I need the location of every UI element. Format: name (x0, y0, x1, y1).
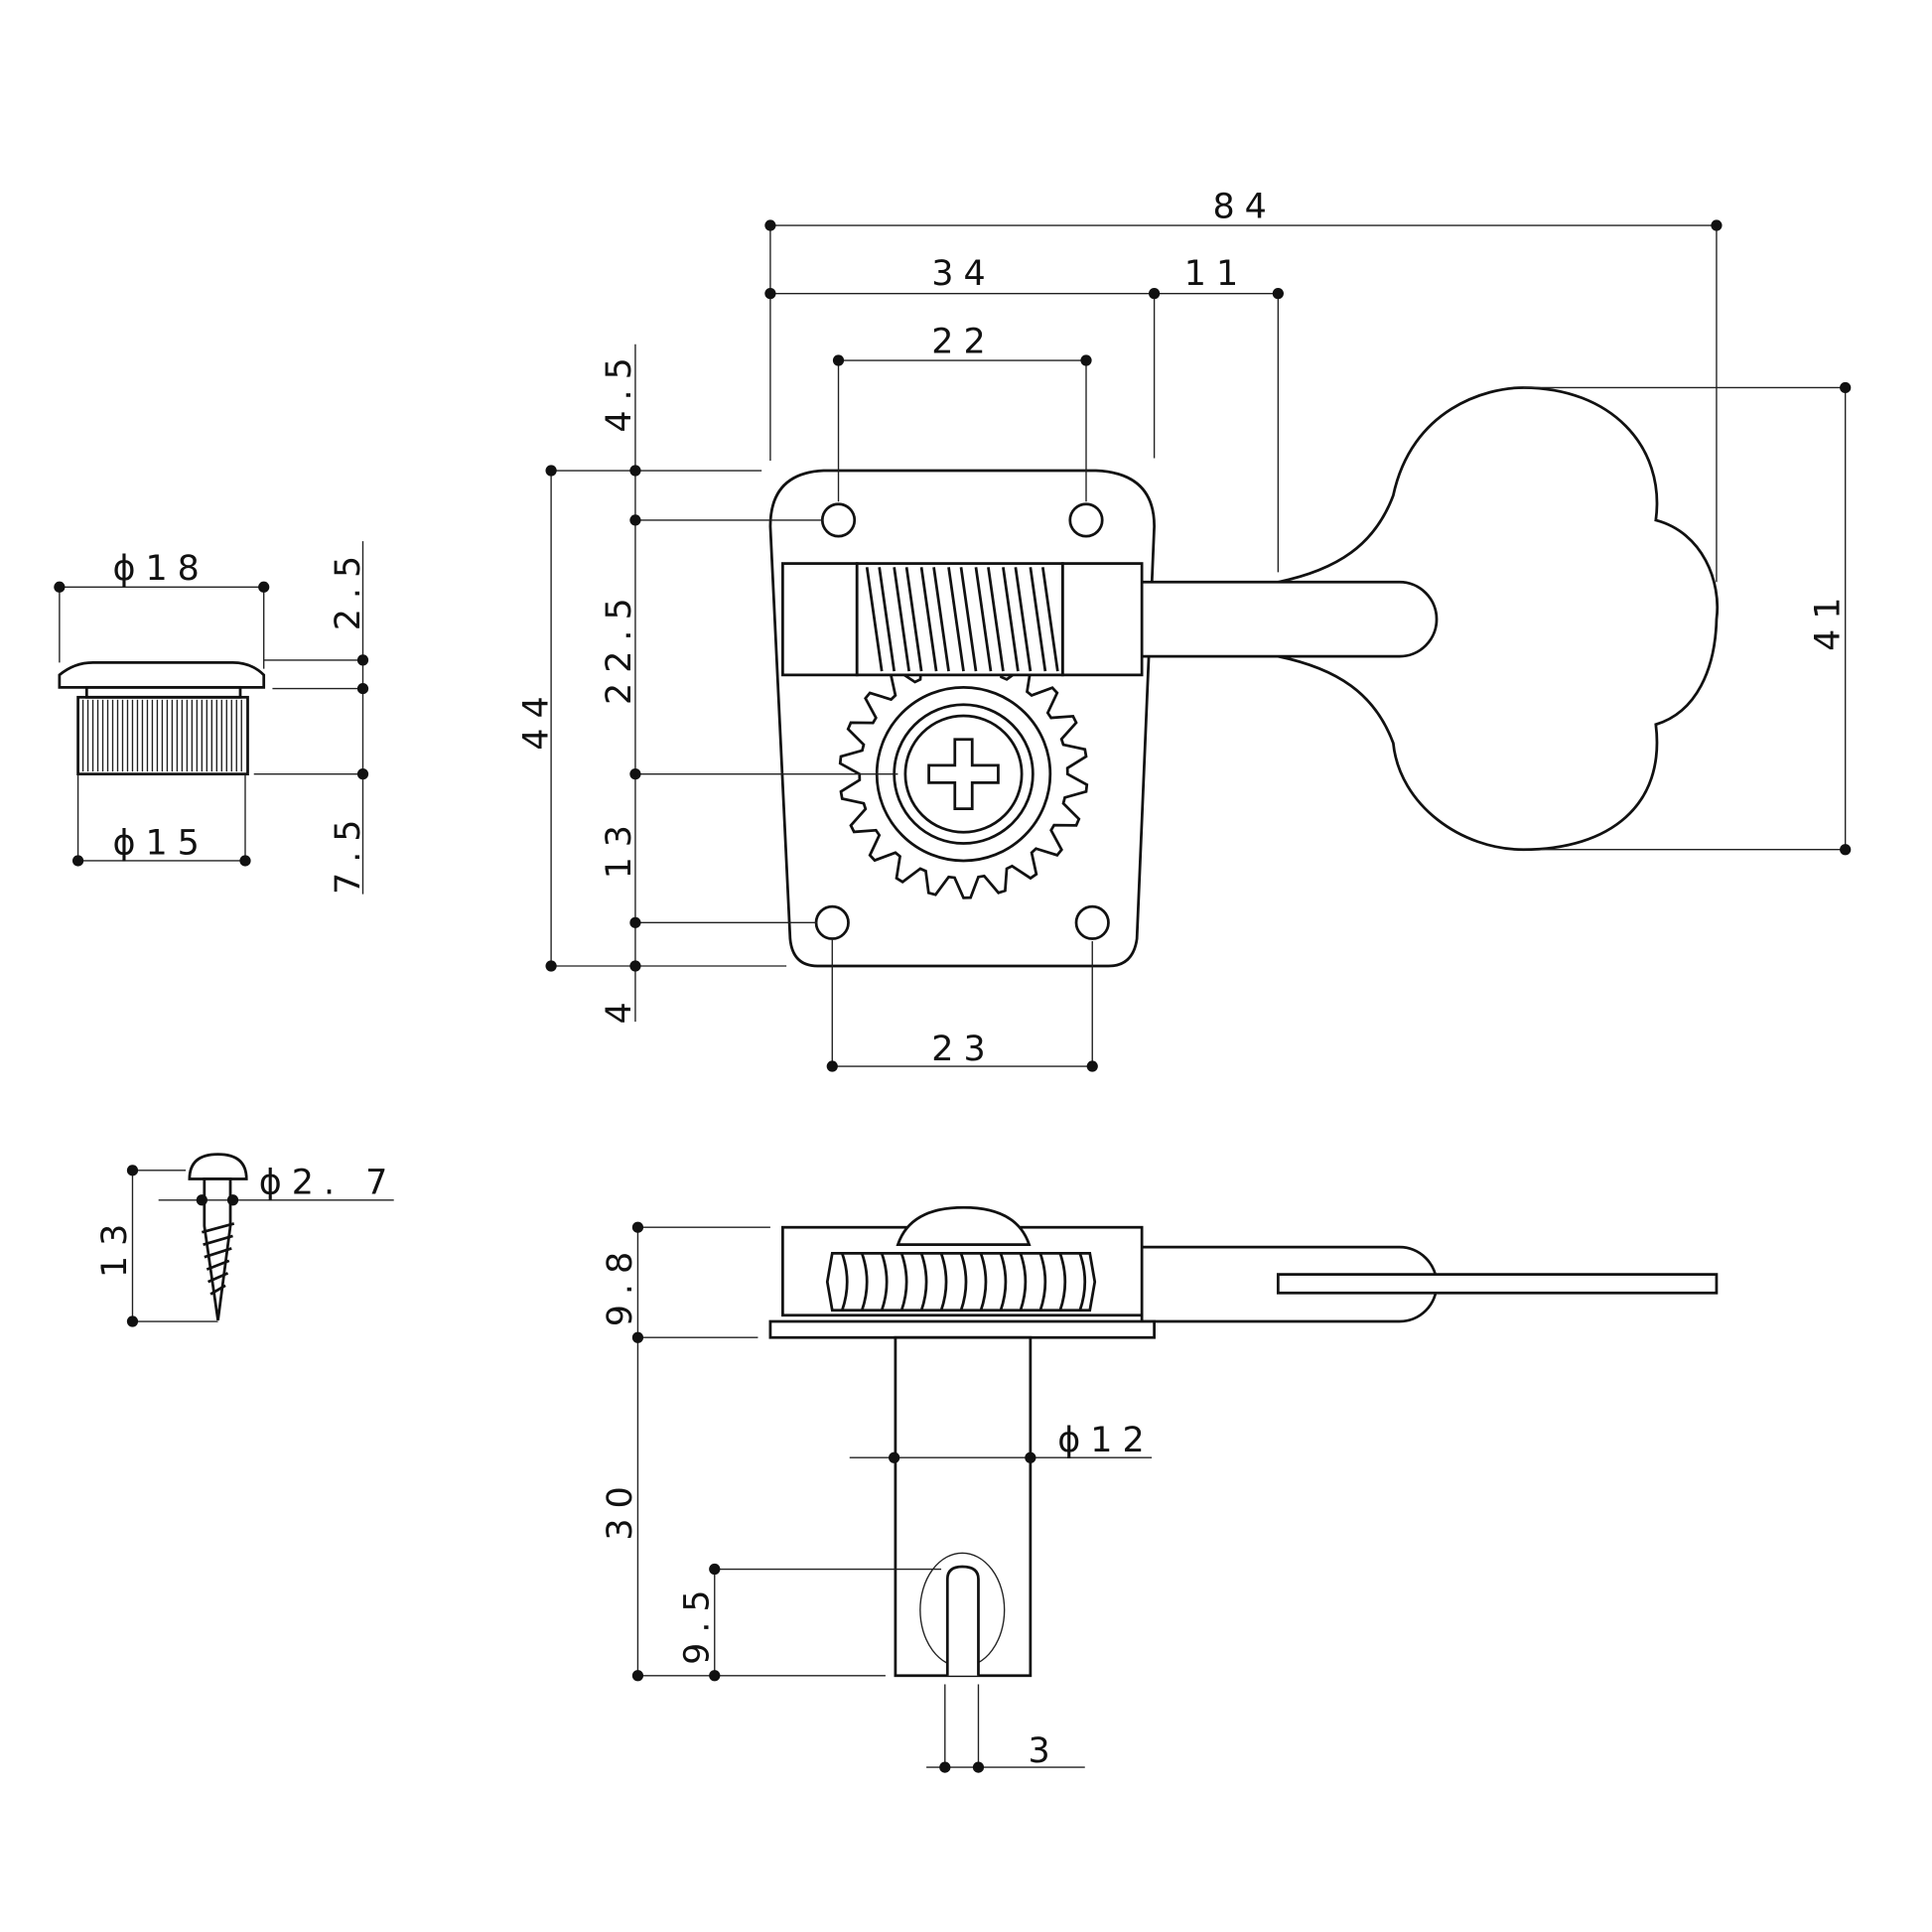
gear-screw-head (903, 714, 1024, 834)
dim-plate-height: 44 (516, 686, 556, 750)
side-key-blade (1276, 1273, 1719, 1295)
screw-head (188, 1153, 248, 1180)
bushing: ϕ18 ϕ15 2.5 7.5 (54, 541, 369, 895)
dim-body-height: 7.5 (329, 810, 368, 895)
dim-post-to-housing: 34 (931, 254, 995, 294)
dim-overall-length: 84 (1212, 188, 1276, 227)
bushing-flange (58, 661, 266, 689)
dim-bottom-hole-spacing: 23 (931, 1030, 995, 1069)
dim-housing-to-key: 11 (1184, 254, 1248, 294)
top-dimensions: 84 34 11 22 23 41 44 4.5 22.5 13 4 (516, 188, 1852, 1072)
dim-post-length: 30 (601, 1476, 640, 1540)
dim-key-height: 41 (1808, 588, 1848, 651)
top-view (768, 386, 1720, 968)
dim-housing-height: 9.8 (601, 1242, 640, 1326)
dim-bottom-margin: 4 (600, 992, 639, 1024)
mounting-hole (1068, 502, 1104, 538)
side-plate (768, 1319, 1156, 1339)
phillips-cross-icon (927, 738, 1000, 810)
worm-threads (865, 567, 1059, 672)
worm-block-left (781, 562, 859, 677)
string-slot (945, 1565, 980, 1676)
dim-top-hole-spacing: 22 (931, 323, 995, 362)
dim-screw-diameter: ϕ2. 7 (259, 1164, 398, 1203)
dim-post-diameter: ϕ12 (1057, 1421, 1154, 1460)
key-button (1276, 386, 1720, 852)
dim-flange-height: 2.5 (329, 546, 368, 630)
worm-block-right (1060, 562, 1144, 677)
gear-washer (893, 703, 1035, 845)
dim-top-margin: 4.5 (600, 347, 639, 432)
mounting-hole (1074, 904, 1110, 940)
dim-slot-depth: 9.5 (678, 1580, 718, 1664)
dim-screw-length: 13 (95, 1214, 135, 1278)
dim-hole-to-post: 22.5 (600, 588, 639, 705)
screw-shank (203, 1177, 232, 1320)
dim-flange-diameter: ϕ18 (112, 549, 208, 589)
dim-slot-width: 3 (1028, 1731, 1059, 1771)
side-gear (825, 1252, 1097, 1312)
dim-body-diameter: ϕ15 (112, 824, 208, 864)
side-view: 9.8 30 ϕ12 9.5 3 (601, 1205, 1719, 1773)
key-shaft (1140, 580, 1439, 658)
dim-post-to-hole: 13 (600, 815, 639, 879)
screw: 13 ϕ2. 7 (95, 1153, 398, 1327)
